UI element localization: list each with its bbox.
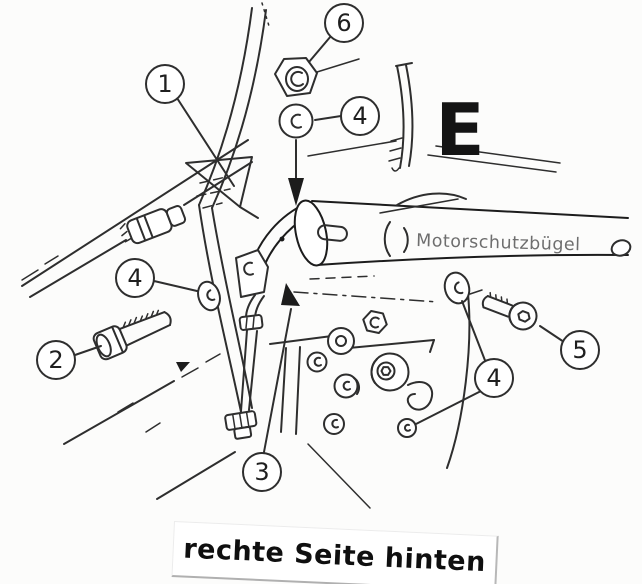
hook-bracket [406, 381, 434, 411]
leader-6 [308, 35, 332, 63]
tube-cylinder-part [119, 205, 187, 245]
leader-3 [263, 308, 292, 453]
arrow-down-indicator [288, 139, 304, 206]
callout-6: 6 [324, 3, 364, 43]
leader-2 [74, 345, 102, 356]
button-bolt-part-5 [481, 291, 538, 331]
callout-4-right-number: 4 [486, 364, 501, 392]
bar-hole-arc-right [403, 227, 409, 253]
callout-3-number: 3 [254, 458, 269, 486]
bar-end-cap [293, 199, 329, 267]
dash-link [469, 289, 483, 295]
spacer-pair [333, 373, 360, 399]
caption-text: rechte Seite hinten [182, 533, 487, 579]
leader-4-right-down [415, 390, 482, 425]
bushing-part [327, 327, 355, 355]
callouts: 1 6 4 4 2 3 4 5 [36, 3, 600, 492]
leader-lines [74, 35, 565, 453]
right-bracket [388, 62, 414, 172]
arrow-up-indicator [281, 283, 300, 306]
hex-nut-part-6 [274, 57, 318, 97]
callout-4-left: 4 [115, 258, 155, 298]
protection-bar: Motorschutzbügel [293, 192, 632, 267]
callout-3: 3 [242, 452, 282, 492]
washer-part-4-right [443, 271, 471, 305]
leader-1 [176, 97, 235, 187]
leader-4-top [314, 115, 342, 121]
hardware-cluster-3 [306, 309, 434, 438]
callout-5-number: 5 [572, 336, 587, 364]
callout-4-top-number: 4 [352, 102, 367, 130]
socket-bolt-part-2 [92, 309, 172, 361]
callout-1-number: 1 [157, 70, 172, 98]
callout-6-number: 6 [336, 9, 351, 37]
washer-part-4-left [197, 280, 221, 312]
gusset-plate [185, 156, 259, 219]
lower-left-lines [21, 255, 236, 500]
bar-label: Motorschutzbügel [416, 231, 581, 255]
callout-4-right: 4 [474, 358, 514, 398]
washer-small-1 [306, 351, 328, 373]
callout-1: 1 [145, 64, 185, 104]
frame-tubes [21, 2, 270, 413]
large-spacer-with-bolt [370, 352, 410, 392]
construction-lines [307, 58, 561, 173]
callout-2-number: 2 [48, 346, 63, 374]
leader-5 [539, 325, 565, 343]
bar-hole-arc-left [383, 221, 391, 257]
leader-4-left [153, 280, 198, 292]
bar-slot-hole [317, 224, 348, 242]
lower-plate [269, 275, 471, 509]
callout-2: 2 [36, 340, 76, 380]
washer-small-2 [323, 413, 345, 435]
callout-4-left-number: 4 [127, 264, 142, 292]
hex-nut-small [362, 309, 388, 335]
callout-5: 5 [560, 330, 600, 370]
leader-4-right-up [461, 300, 487, 364]
nut-small-bottom [397, 418, 417, 438]
section-letter: E [435, 88, 484, 172]
washer-part-4-top [278, 103, 314, 139]
callout-4-top: 4 [340, 96, 380, 136]
hose-fitting [224, 410, 258, 440]
